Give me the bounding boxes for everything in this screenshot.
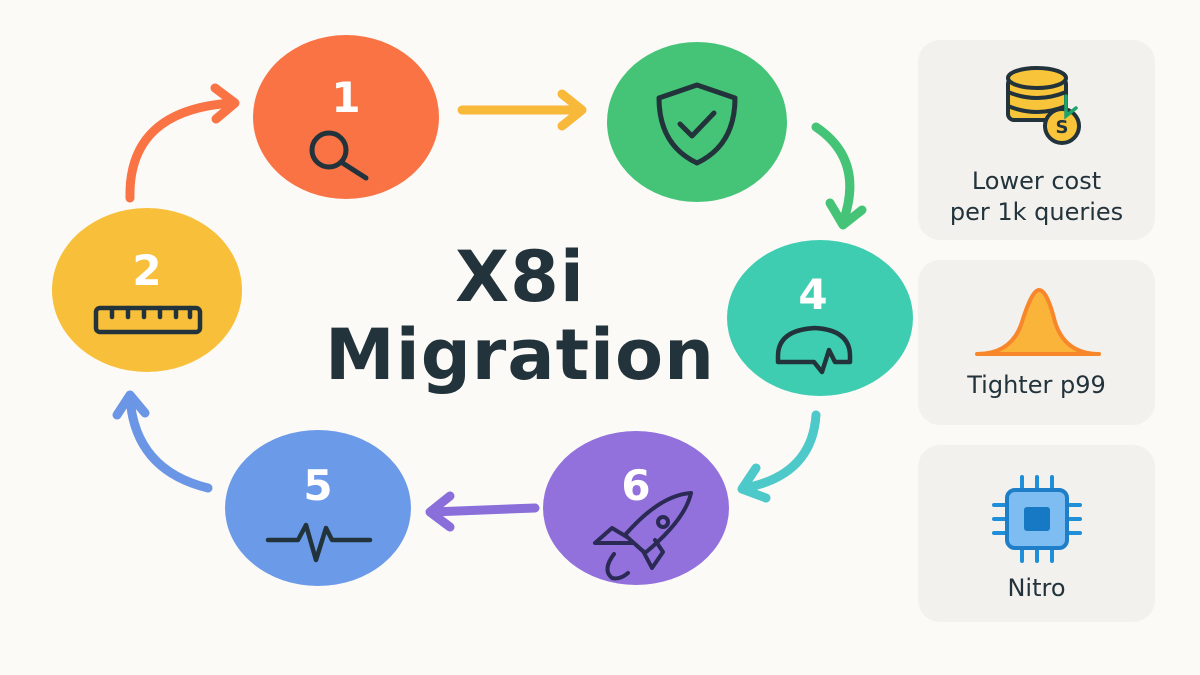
diagram-title: X8i Migration — [300, 238, 740, 394]
step-5[interactable]: 5 — [225, 430, 411, 586]
rocket-icon — [593, 491, 693, 581]
svg-text:S: S — [1055, 117, 1068, 138]
benefit-card-latency: Tighter p99 — [918, 260, 1155, 425]
step-2[interactable]: 2 — [52, 208, 242, 372]
shield-check-icon — [656, 82, 738, 166]
step-number: 2 — [132, 246, 161, 295]
title-line-2: Migration — [325, 314, 715, 396]
benefit-label: Nitro — [1007, 574, 1066, 602]
benefit-card-cost: S Lower cost per 1k queries — [918, 40, 1155, 240]
benefit-card-nitro: Nitro — [918, 445, 1155, 622]
coins-database-icon: S — [1005, 66, 1081, 145]
arrow-3-to-4 — [811, 122, 867, 230]
step-number: 5 — [303, 461, 332, 510]
benefit-label: Tighter p99 — [967, 371, 1106, 399]
step-1[interactable]: 1 — [253, 35, 439, 199]
title-line-1: X8i — [455, 236, 585, 318]
arrow-5-to-2 — [112, 390, 213, 493]
step-4[interactable]: 4 — [727, 240, 913, 396]
pulse-cap-icon — [775, 325, 853, 375]
heartbeat-icon — [265, 522, 373, 563]
step-number: 4 — [798, 270, 827, 319]
arrow-6-to-5 — [425, 491, 540, 532]
chip-icon — [991, 475, 1082, 563]
bell-curve-icon — [974, 288, 1101, 356]
step-number: 6 — [621, 461, 650, 510]
ruler-icon — [93, 305, 203, 335]
step-3[interactable] — [607, 42, 787, 202]
benefit-label: per 1k queries — [949, 198, 1124, 226]
benefit-label: Lower cost — [971, 167, 1102, 195]
magnifier-icon — [309, 130, 369, 181]
step-number: 1 — [331, 73, 360, 122]
arrow-1-to-3 — [457, 89, 587, 131]
arrow-4-to-6 — [737, 410, 821, 503]
step-6[interactable]: 6 — [543, 431, 729, 585]
arrow-2-to-1 — [125, 83, 240, 203]
